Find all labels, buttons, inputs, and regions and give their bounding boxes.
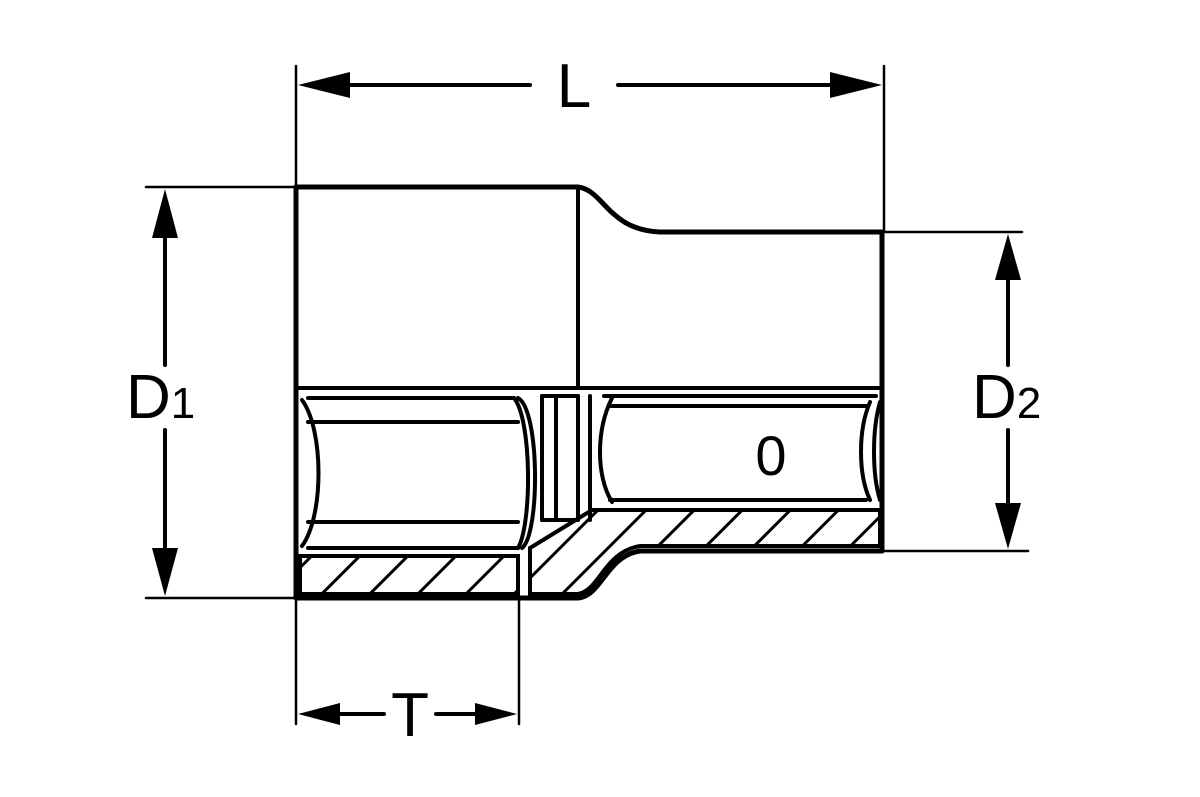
- arrow-up-icon: [152, 189, 178, 238]
- drive-depth-label: T: [391, 681, 429, 750]
- arrow-down-icon: [152, 548, 178, 596]
- arrow-left-icon: [298, 703, 340, 725]
- section-hatching: [298, 508, 882, 596]
- dimension-drive-depth: T: [298, 681, 517, 750]
- diameter-1-label: D1: [126, 363, 195, 432]
- diameter-2-label: D2: [972, 363, 1041, 432]
- arrow-right-icon: [475, 703, 517, 725]
- right-hatch: [528, 508, 882, 596]
- dimension-diameter-2: D2: [972, 234, 1041, 549]
- dimension-length: L: [298, 52, 882, 121]
- extension-lines: [144, 64, 1030, 726]
- right-bore: [598, 394, 882, 504]
- socket-body: [293, 184, 885, 601]
- hex-opening: [300, 396, 537, 550]
- left-hatch: [298, 554, 520, 596]
- arrow-down-icon: [995, 503, 1021, 549]
- dimension-diameter-1: D1: [126, 189, 195, 596]
- drive-recess: [540, 394, 592, 522]
- drive-mark-label: 0: [755, 424, 786, 487]
- length-label: L: [557, 52, 591, 121]
- arrow-up-icon: [995, 234, 1021, 280]
- arrow-left-icon: [298, 72, 350, 98]
- arrow-right-icon: [830, 72, 882, 98]
